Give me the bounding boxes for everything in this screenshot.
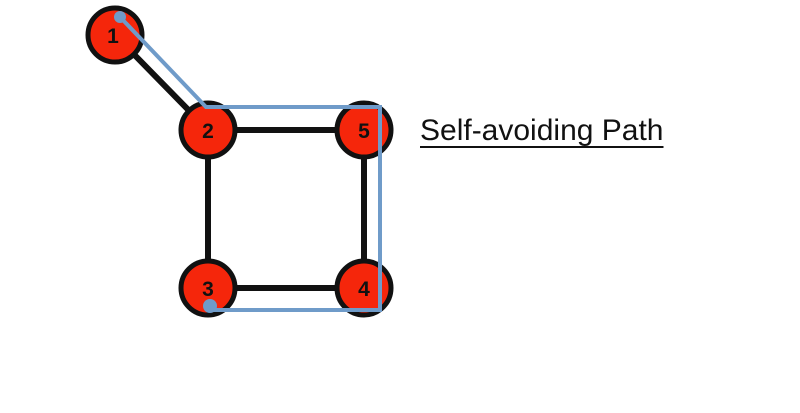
self-avoiding-path-line: [118, 15, 382, 312]
nodes: 1 2 3 4 5: [85, 5, 394, 318]
node-5: 5: [334, 100, 394, 160]
path-start-dot: [114, 11, 126, 23]
node-4-label: 4: [358, 278, 370, 301]
path-end-dot: [203, 299, 217, 313]
node-5-label: 5: [358, 120, 370, 143]
diagram-caption: Self-avoiding Path: [420, 114, 664, 147]
path-overlay: [114, 11, 382, 313]
node-1: 1: [85, 5, 145, 65]
node-1-label: 1: [107, 25, 119, 48]
node-2: 2: [178, 100, 238, 160]
node-3: 3: [178, 258, 238, 318]
node-4: 4: [334, 258, 394, 318]
node-2-label: 2: [202, 120, 214, 143]
node-3-label: 3: [202, 278, 214, 301]
edges: [112, 32, 367, 291]
